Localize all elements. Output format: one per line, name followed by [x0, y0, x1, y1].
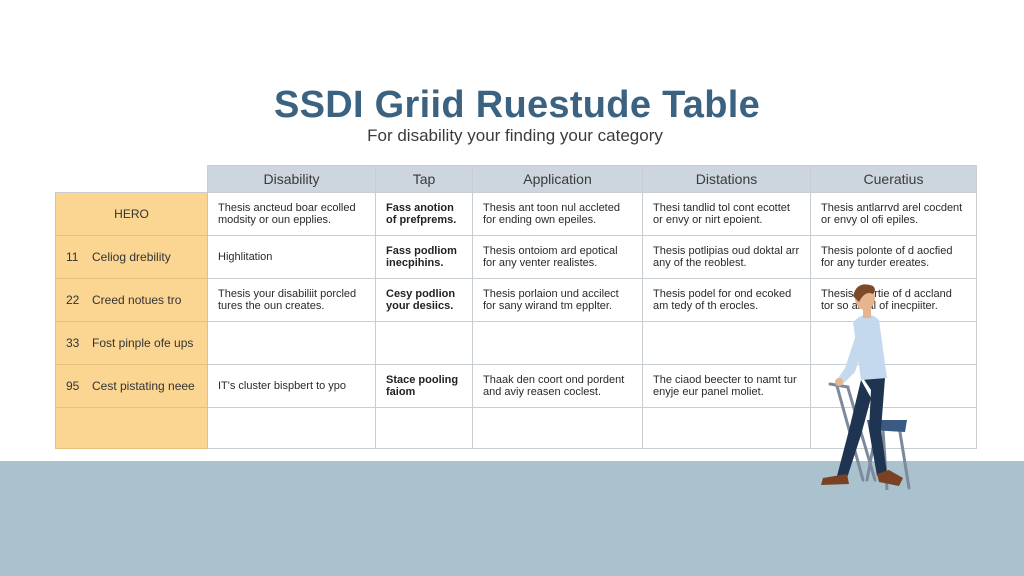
row-number: 95: [66, 379, 80, 393]
table-cell: The ciaod beecter to namt tur enyje eur …: [642, 364, 811, 408]
right-leg: [863, 378, 887, 476]
row-label-cell: 95 Cest pistating neee: [55, 364, 208, 408]
row-number: 33: [66, 336, 80, 350]
person-walking-with-walker-icon: [821, 284, 911, 490]
column-header-distations: Distations: [642, 165, 811, 193]
row-label-cell: 33 Fost pinple ofe ups: [55, 321, 208, 365]
table-cell: [642, 321, 811, 365]
table-cell: Fass anotion of prefprems.: [375, 192, 473, 236]
table-cell: Thesis podel for ond ecoked am tedy of t…: [642, 278, 811, 322]
table-row: 22 Creed notues tro Thesis your disabilii…: [55, 278, 977, 322]
neck: [863, 308, 871, 318]
right-shoe: [877, 470, 903, 486]
floor-background: [0, 461, 1024, 576]
row-label-cell: 22 Creed notues tro: [55, 278, 208, 322]
row-label: Celiog drebility: [92, 250, 171, 264]
table-cell: Thesis ancteud boar ecolled modsity or o…: [207, 192, 376, 236]
table-row: [55, 407, 977, 449]
row-number: 22: [66, 293, 80, 307]
table-cell: Thesis antlarrvd arel cocdent or envy ol…: [810, 192, 977, 236]
table-header-row: Disability Tap Application Distations Cu…: [55, 165, 977, 193]
table-cell: IT's cluster bispbert to ypo: [207, 364, 376, 408]
table-cell: [472, 321, 643, 365]
table-cell: Thesis porlaion und accilect for sany wi…: [472, 278, 643, 322]
row-label-cell: 11 Celiog drebility: [55, 235, 208, 279]
row-number: 11: [66, 250, 79, 264]
column-header-tap: Tap: [375, 165, 473, 193]
hand: [835, 378, 843, 386]
column-header-cueratius: Cueratius: [810, 165, 977, 193]
row-label-cell: HERO: [55, 192, 208, 236]
table-cell: Fass podliom inecpihins.: [375, 235, 473, 279]
left-leg: [837, 380, 871, 478]
column-header-disability: Disability: [207, 165, 376, 193]
table-cell: Thesis ant toon nul accleted for ending …: [472, 192, 643, 236]
table-row: 33 Fost pinple ofe ups: [55, 321, 977, 365]
table-cell: [375, 321, 473, 365]
table-cell: Cesy podlion your desiics.: [375, 278, 473, 322]
table-cell: Thesis polonte of d aocfied for any turd…: [810, 235, 977, 279]
table-row: 11 Celiog drebility Highlitation Fass pod…: [55, 235, 977, 279]
rules-table: Disability Tap Application Distations Cu…: [55, 165, 977, 449]
table-cell: [207, 407, 376, 449]
table-cell: Thesis vhortie of d accland tor so areal…: [810, 278, 977, 322]
table-cell: Thesis potlipias oud doktal arr any of t…: [642, 235, 811, 279]
row-label: Fost pinple ofe ups: [92, 336, 194, 350]
table-row: HERO Thesis ancteud boar ecolled modsity…: [55, 192, 977, 236]
page-subtitle: For disability your finding your categor…: [367, 126, 663, 145]
row-label-cell: [55, 407, 208, 449]
table-cell: [207, 321, 376, 365]
table-cell: Thesis your disabiliit porcled tures the…: [207, 278, 376, 322]
row-label: Creed notues tro: [92, 293, 182, 307]
table-corner-cell: [55, 165, 208, 193]
hair: [853, 284, 875, 302]
table-cell: [375, 407, 473, 449]
table-cell: [472, 407, 643, 449]
column-header-application: Application: [472, 165, 643, 193]
row-label: Cest pistating neee: [92, 379, 195, 393]
row-label: HERO: [114, 207, 149, 221]
table-cell: Thesis ontoiom ard epotical for any vent…: [472, 235, 643, 279]
table-cell: Thaak den coort ond pordent and aviy rea…: [472, 364, 643, 408]
table-cell: Thesi tandlid tol cont ecottet or envy o…: [642, 192, 811, 236]
table-cell: Highlitation: [207, 235, 376, 279]
table-cell: [642, 407, 811, 449]
arm: [837, 326, 867, 384]
table-cell: Stace pooling faiom: [375, 364, 473, 408]
page-title: SSDI Griid Ruestude Table: [273, 84, 761, 126]
left-shoe: [821, 474, 849, 485]
